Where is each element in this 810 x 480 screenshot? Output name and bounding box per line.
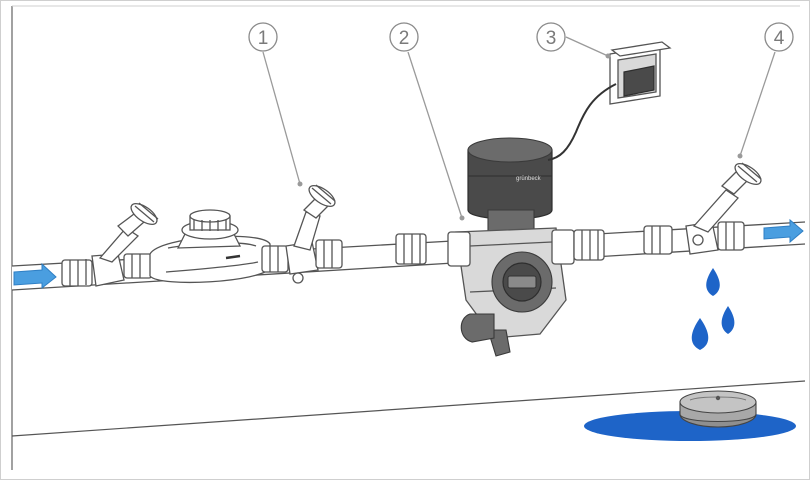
control-module xyxy=(547,41,672,161)
device-brand-label: grünbeck xyxy=(516,176,542,182)
control-cable xyxy=(547,83,617,161)
callout-1: 1 xyxy=(248,22,303,187)
callout-4-label: 4 xyxy=(774,28,785,49)
callout-3-label: 3 xyxy=(546,28,557,49)
shutoff-valve-4 xyxy=(685,162,762,255)
central-device: grünbeck xyxy=(447,137,575,357)
flow-in-arrow xyxy=(13,262,57,290)
pipe-sleeve-left xyxy=(395,233,427,265)
pipe-sleeve-right xyxy=(573,225,673,261)
leak-drops xyxy=(691,268,735,350)
callout-2: 2 xyxy=(389,22,465,221)
water-meter xyxy=(149,209,289,284)
leak-sensor xyxy=(584,390,796,441)
flow-out-arrow xyxy=(763,218,804,244)
callout-2-label: 2 xyxy=(399,28,410,49)
callout-3: 3 xyxy=(536,22,611,59)
shutoff-valve-left xyxy=(61,202,159,287)
floor-line xyxy=(11,380,806,437)
callout-4: 4 xyxy=(737,22,794,159)
callout-1-label: 1 xyxy=(258,28,269,49)
shutoff-valve-1 xyxy=(285,184,343,284)
